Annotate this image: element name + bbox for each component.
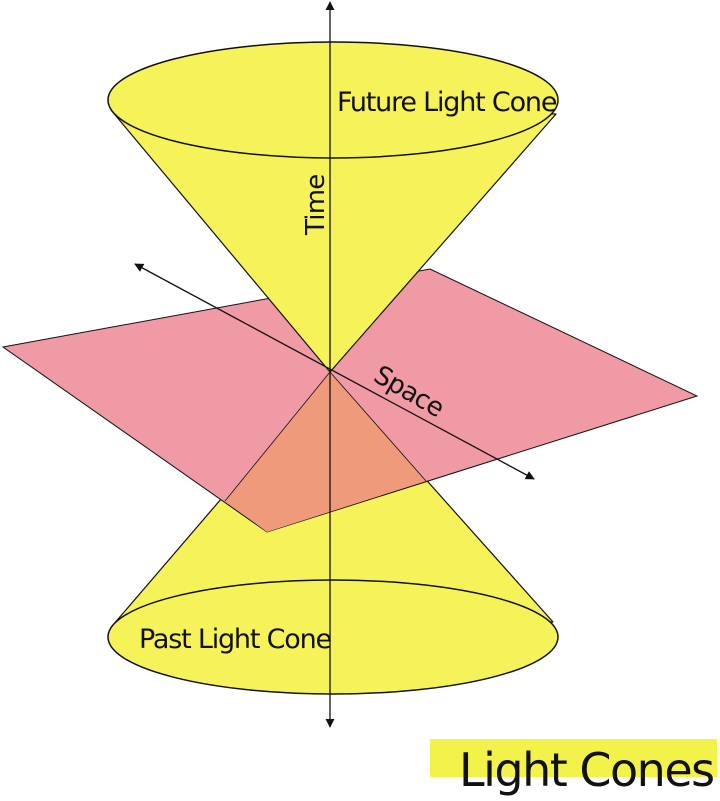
- diagram-title: Light Cones: [459, 743, 714, 797]
- past-cone-label: Past Light Cone: [139, 624, 331, 655]
- time-axis-label: Time: [301, 175, 331, 236]
- future-cone-label: Future Light Cone: [337, 87, 557, 118]
